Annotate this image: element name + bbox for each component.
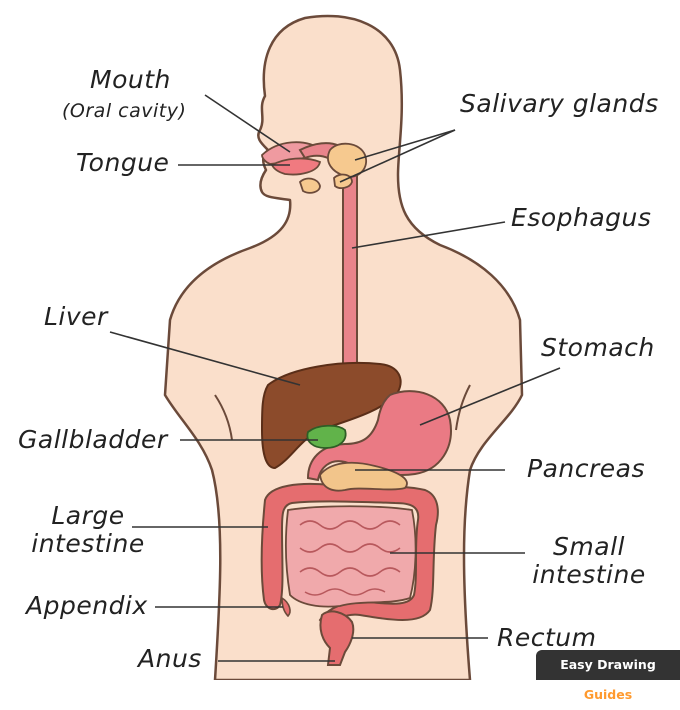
small-intestine-folds bbox=[299, 520, 401, 596]
label-small-intestine: Small intestine bbox=[522, 533, 656, 589]
label-pancreas: Pancreas bbox=[527, 454, 645, 483]
label-small-intestine-line1: Small bbox=[553, 532, 625, 561]
label-gallbladder: Gallbladder bbox=[18, 425, 168, 454]
badge-text-easy: Easy bbox=[560, 657, 598, 672]
left-armpit-line bbox=[214, 394, 233, 441]
leader-salivary-b bbox=[339, 129, 456, 183]
right-armpit-line bbox=[455, 384, 471, 431]
label-small-intestine-line2: intestine bbox=[532, 560, 646, 589]
label-oral-cavity: (Oral cavity) bbox=[62, 100, 187, 122]
rectum-shape bbox=[319, 610, 355, 666]
label-anus: Anus bbox=[138, 644, 202, 673]
label-salivary-glands: Salivary glands bbox=[460, 89, 659, 118]
leader-esophagus bbox=[351, 221, 506, 249]
label-mouth: Mouth bbox=[90, 65, 171, 94]
label-stomach: Stomach bbox=[541, 333, 655, 362]
anatomy-illustration bbox=[109, 14, 561, 680]
label-large-intestine: Large intestine bbox=[22, 502, 154, 558]
appendix-shape bbox=[281, 596, 291, 618]
stomach-shape bbox=[306, 390, 452, 482]
label-esophagus: Esophagus bbox=[511, 203, 652, 232]
leader-mouth bbox=[204, 94, 291, 153]
tongue-shape bbox=[270, 157, 322, 176]
label-rectum: Rectum bbox=[497, 623, 597, 652]
leader-salivary-a bbox=[354, 129, 456, 161]
large-intestine-shape bbox=[260, 482, 439, 630]
badge-text-guides: Guides bbox=[583, 687, 633, 702]
label-tongue: Tongue bbox=[76, 148, 170, 177]
digestive-system-diagram: Mouth (Oral cavity) Tongue Salivary glan… bbox=[18, 14, 680, 702]
gallbladder-shape bbox=[306, 424, 347, 449]
label-large-intestine-line2: intestine bbox=[31, 529, 145, 558]
badge-text-drawing: Drawing bbox=[597, 657, 656, 672]
leader-liver bbox=[109, 331, 301, 386]
label-liver: Liver bbox=[44, 302, 108, 331]
small-intestine-shape bbox=[285, 505, 417, 608]
salivary-gland-small bbox=[298, 177, 321, 194]
label-large-intestine-line1: Large bbox=[51, 501, 125, 530]
easy-drawing-guides-badge: Easy Drawing Guides bbox=[536, 650, 680, 702]
leader-stomach bbox=[419, 367, 561, 426]
label-appendix: Appendix bbox=[26, 591, 148, 620]
leader-lines bbox=[109, 94, 561, 662]
